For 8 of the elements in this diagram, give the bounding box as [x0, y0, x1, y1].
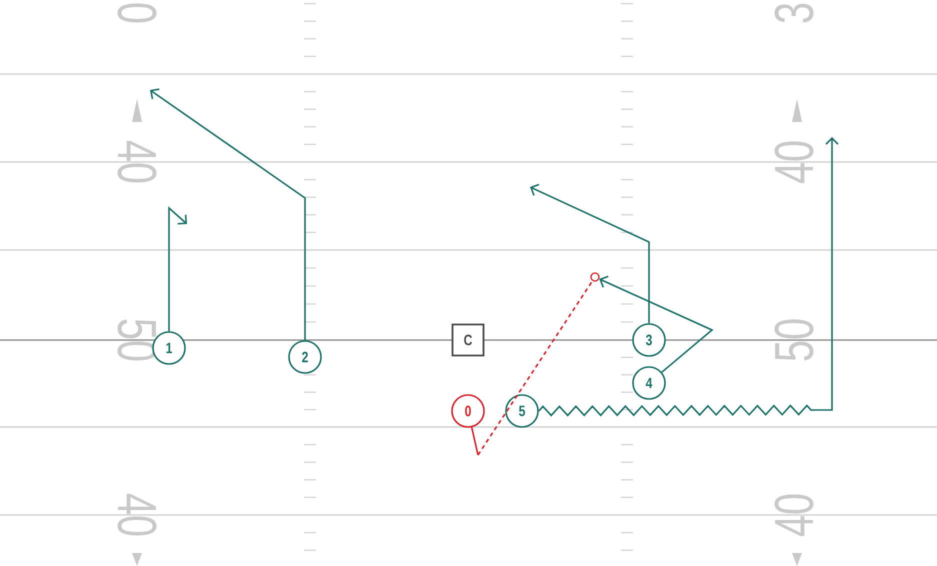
route-arrow: [168, 206, 187, 332]
route-arrow: [538, 137, 839, 417]
target-circle: [590, 272, 600, 282]
route-arrow: [150, 88, 306, 340]
route-arrow: [599, 276, 714, 373]
center-square: C: [452, 324, 484, 356]
pass-line: [470, 280, 594, 456]
route-arrow: [530, 184, 650, 324]
